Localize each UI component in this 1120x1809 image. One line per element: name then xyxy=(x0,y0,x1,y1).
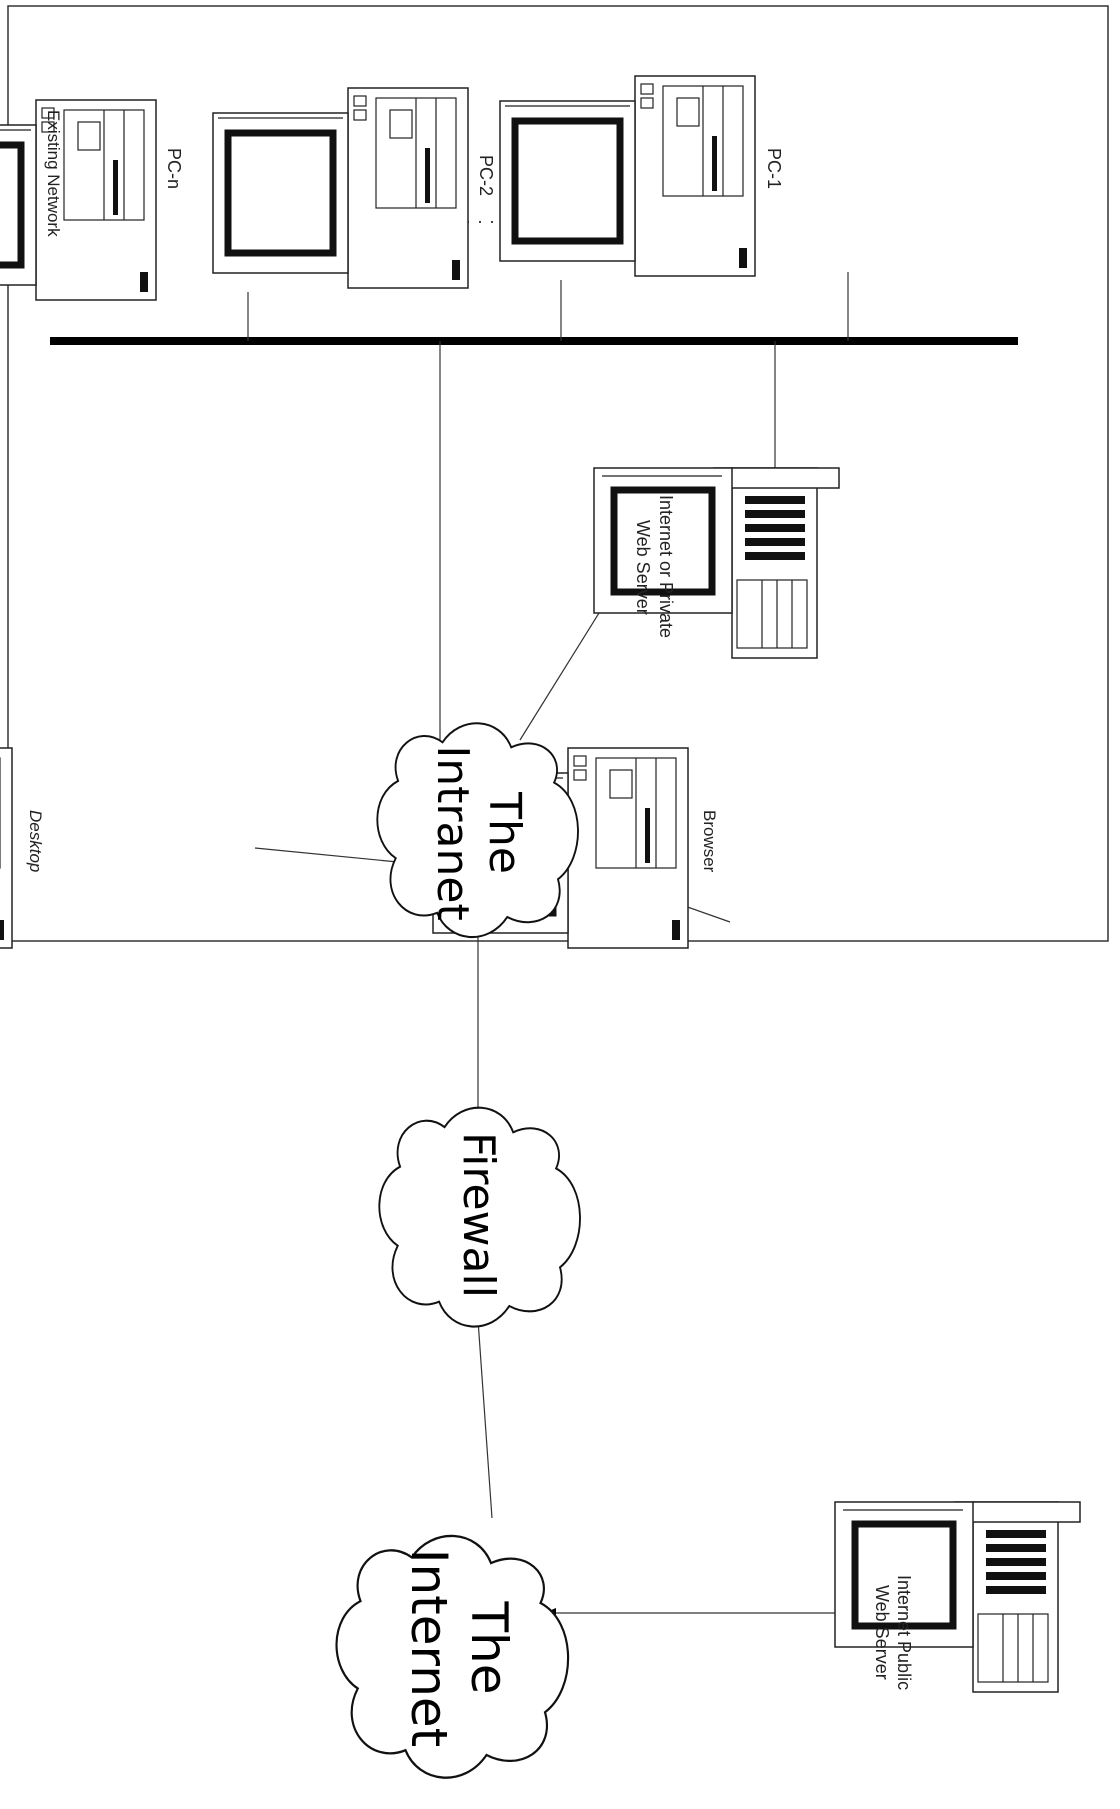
desktop-to-intranet-line xyxy=(255,848,398,862)
firewall-label: Firewall xyxy=(453,1132,504,1298)
desktop-label: Desktop xyxy=(26,810,45,872)
browser-label: Browser xyxy=(700,810,719,873)
private-web-server-label-line2: Web Server xyxy=(633,520,653,615)
existing-network-label: Existing Network xyxy=(44,110,63,237)
firewall-to-internet-line xyxy=(478,1320,492,1518)
private-web-server-label-line1: Internet or Private xyxy=(656,495,676,638)
internet-label-line1: The xyxy=(460,1601,518,1695)
intranet-label-line2: Intranet xyxy=(427,745,478,920)
pc-1-computer xyxy=(500,76,755,276)
internet-label-line2: Internet xyxy=(400,1549,458,1748)
pc-1-label: PC-1 xyxy=(764,148,784,189)
pc-n-label: PC-n xyxy=(164,148,184,189)
desktop-computer xyxy=(0,748,12,948)
pc-2-computer xyxy=(213,88,468,288)
public-web-server-label-line1: Internet Public xyxy=(894,1575,914,1690)
private-web-server-icon xyxy=(594,468,839,658)
public-web-server-icon xyxy=(835,1502,1080,1692)
intranet-label-line1: The xyxy=(479,791,530,874)
pc-n-computer xyxy=(0,100,156,300)
public-web-server-label-line2: Web Server xyxy=(872,1585,892,1680)
pc-2-label: PC-2 xyxy=(476,155,496,196)
